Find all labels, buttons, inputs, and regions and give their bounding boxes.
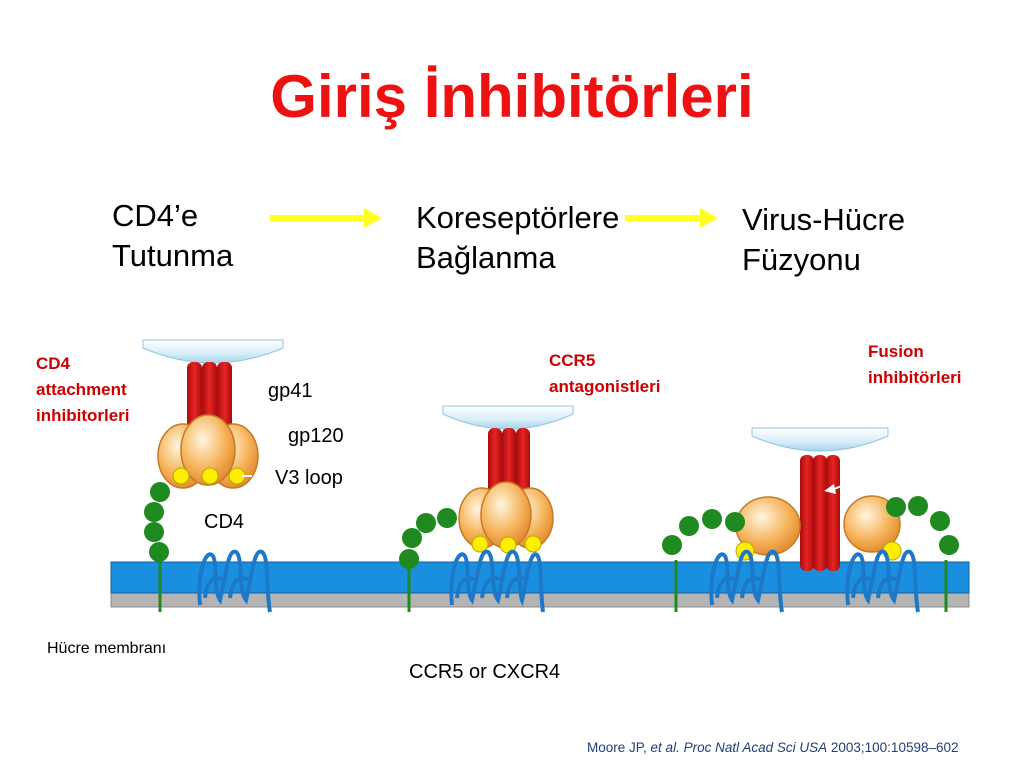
v3-loop-label: V3 loop bbox=[275, 467, 343, 489]
gp41-helix bbox=[826, 455, 840, 571]
gp41-helix bbox=[516, 428, 530, 498]
citation-journal: et al. Proc Natl Acad Sci USA bbox=[650, 740, 828, 755]
cd4-attachment-inhibitors-label: CD4 attachment inhibitorleri bbox=[36, 354, 130, 425]
stage-3-coreceptor-right bbox=[845, 549, 920, 613]
gp41-helix bbox=[217, 362, 232, 434]
membrane-label: Hücre membranı bbox=[47, 640, 167, 657]
stage-1-virus-spike bbox=[142, 339, 284, 489]
gp120-subunit bbox=[843, 495, 901, 553]
stage-3-virus-spike bbox=[735, 427, 902, 571]
fusion-inhibitors-label: Fusion inhibitörleri bbox=[868, 342, 962, 387]
stage-3-coreceptor-left bbox=[709, 549, 784, 613]
arrow-step-1-to-2 bbox=[270, 208, 382, 228]
arrow-step-2-to-3 bbox=[625, 208, 718, 228]
gp41-helix bbox=[502, 428, 516, 498]
stage-2-cd4-receptor bbox=[399, 508, 457, 612]
cd4-label: CD4 bbox=[204, 511, 245, 533]
gp41-label: gp41 bbox=[268, 380, 313, 402]
step-coreceptor-binding: Koreseptörlere Bağlanma bbox=[416, 200, 620, 275]
page-title: Giriş İnhibitörleri bbox=[270, 63, 754, 130]
stage-3-cd4-receptor-left bbox=[662, 509, 745, 612]
stage-3-cd4-receptor-right bbox=[886, 496, 959, 612]
gp41-helix bbox=[187, 362, 202, 434]
ccr5-antagonists-label: CCR5 antagonistleri bbox=[549, 351, 661, 396]
citation-authors: Moore JP, bbox=[587, 740, 651, 755]
gp120-subunit bbox=[180, 414, 236, 486]
coreceptor-label: CCR5 or CXCR4 bbox=[409, 661, 561, 683]
v3-loop bbox=[201, 467, 219, 485]
stage-2-virus-spike bbox=[442, 405, 574, 554]
v3-loop bbox=[172, 467, 190, 485]
stage-1-cd4-receptor bbox=[144, 482, 170, 612]
gp41-helix bbox=[488, 428, 502, 498]
v3-loop bbox=[471, 535, 489, 553]
gp41-helix bbox=[800, 455, 814, 571]
step-fusion: Virus-Hücre Füzyonu bbox=[742, 202, 906, 277]
citation: Moore JP, et al. Proc Natl Acad Sci USA … bbox=[587, 740, 959, 755]
stage-1-coreceptor bbox=[197, 549, 272, 613]
gp120-label: gp120 bbox=[288, 425, 344, 447]
stage-2-coreceptor bbox=[449, 549, 545, 613]
citation-volume: 2003;100:10598–602 bbox=[827, 740, 959, 755]
step-cd4-attachment: CD4’e Tutunma bbox=[112, 198, 234, 273]
v3-loop bbox=[524, 535, 542, 553]
gp41-helix bbox=[813, 455, 827, 571]
